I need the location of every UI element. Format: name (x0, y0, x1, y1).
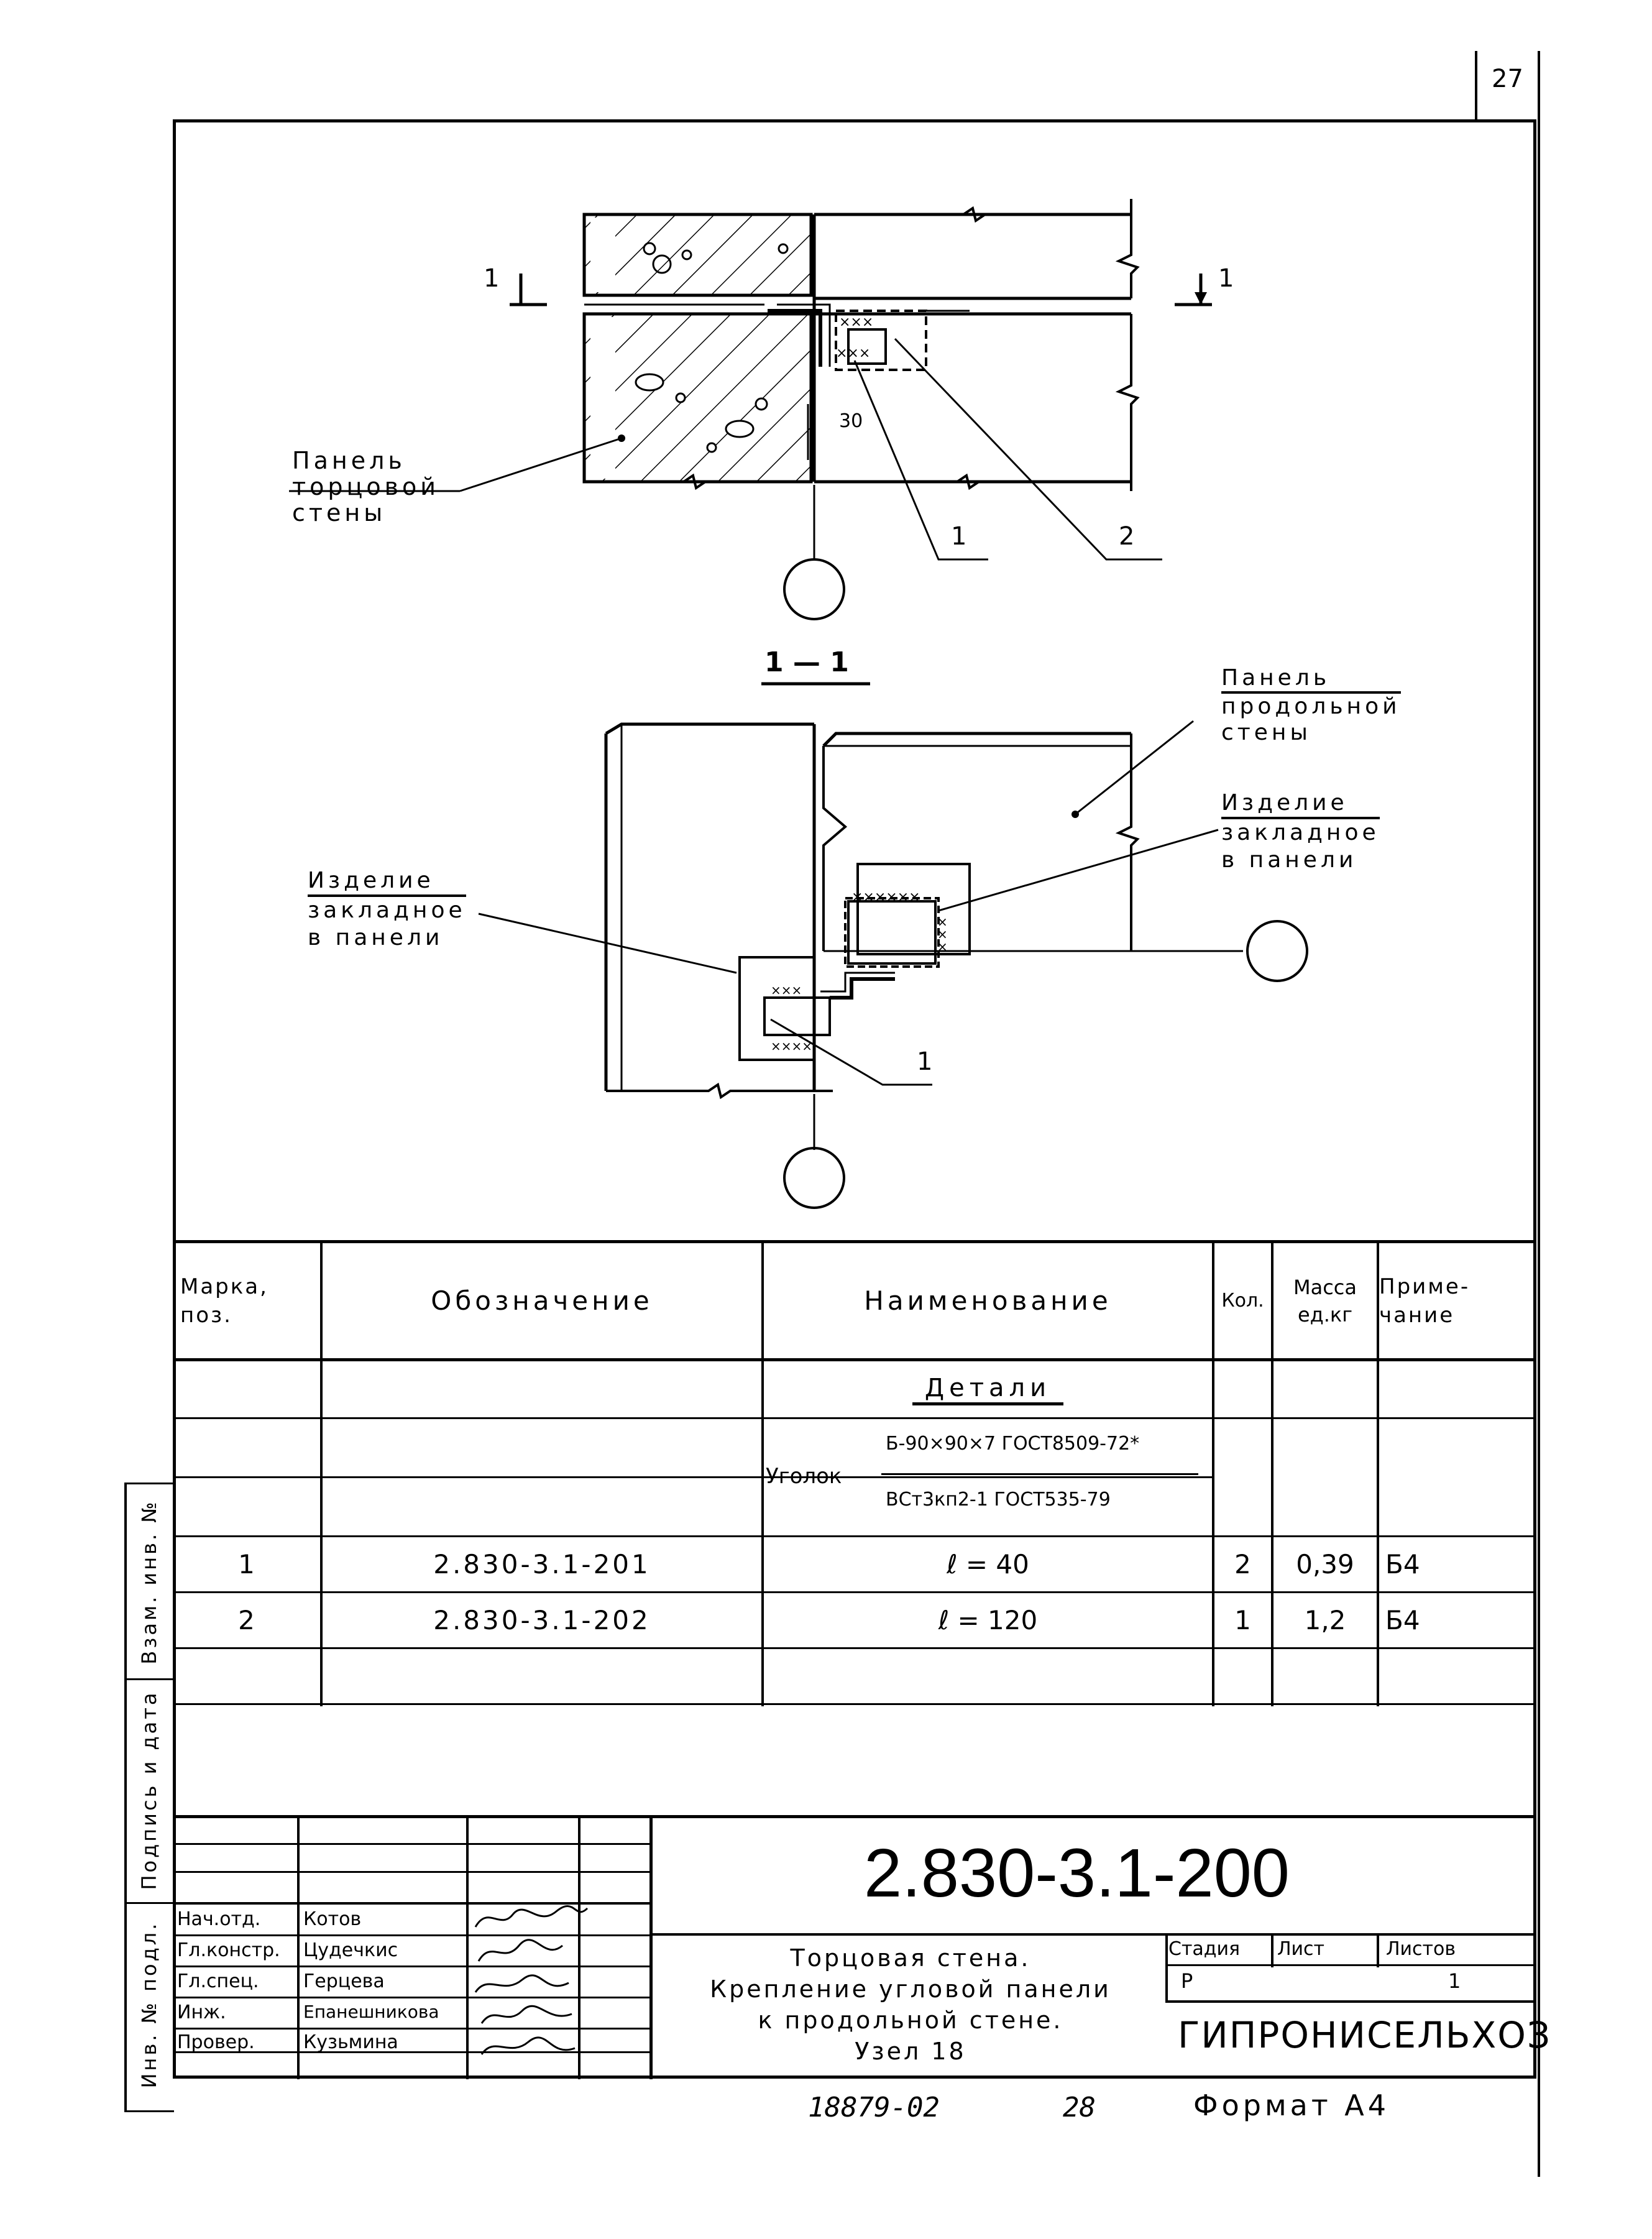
svg-text:×: × (937, 927, 948, 942)
name-2: Цудечкис (303, 1939, 398, 1961)
label-embed-left-line2: закладное (308, 898, 466, 923)
long-wall-panel (682, 199, 1140, 491)
label-embed-right-line1: Изделие (1221, 789, 1380, 819)
drawing-title: Торцовая стена. Крепление угловой панели… (659, 1942, 1162, 2067)
sheet-number: 27 (1492, 65, 1523, 93)
label-embed-left-line1: Изделие (308, 867, 466, 897)
section-mark-left: 1 (484, 264, 500, 293)
label-embed-left-line3: в панели (308, 925, 444, 950)
role-4: Инж. (177, 2002, 226, 2023)
header-mass: Масса ед.кг (1293, 1275, 1357, 1326)
svg-text:××××××: ×××××× (851, 890, 920, 905)
side-sign-date: Подпись и дата (137, 1690, 161, 1890)
row1-designation: 2.830-3.1-201 (433, 1549, 651, 1579)
header-qty: Кол. (1221, 1290, 1264, 1312)
end-wall-panel-upper (582, 213, 813, 297)
side-inv-orig: Инв. № подл. (137, 1921, 161, 2089)
section-details-text: Детали (912, 1374, 1064, 1405)
header-note: Приме- чание (1379, 1274, 1471, 1328)
label-embed-right-line2: закладное (1221, 820, 1380, 845)
stage-label: Стадия (1168, 1938, 1241, 1960)
callout-1: 1 (951, 522, 967, 551)
angle-joint: ××× ××× (768, 303, 970, 460)
row2-mass: 1,2 (1304, 1605, 1346, 1635)
label-end-wall-line1: Панель (292, 447, 406, 474)
label-long-wall-line3: стены (1221, 720, 1311, 745)
title-line2: Крепление угловой панели (710, 1975, 1111, 2003)
row1-qty: 2 (1234, 1549, 1251, 1579)
angle-label: Уголок (766, 1464, 842, 1489)
footer-handwritten: 18879-02 (808, 2092, 940, 2123)
main-frame (173, 119, 1536, 2079)
section-long-panel (822, 732, 1243, 952)
label-long-wall-line1: Панель (1221, 665, 1401, 694)
name-1: Котов (303, 1908, 362, 1930)
footer-format: Формат А4 (1193, 2089, 1390, 2122)
role-2: Гл.констр. (177, 1939, 280, 1961)
header-mark: Марка, поз. (180, 1274, 268, 1328)
sheets-value: 1 (1448, 1969, 1461, 1993)
section-title: 1 — 1 (764, 646, 849, 678)
angle-top: Б-90×90×7 ГОСТ8509-72* (886, 1433, 1140, 1455)
dimension-30: 30 (839, 410, 863, 432)
svg-text:×: × (937, 914, 948, 929)
row1-note: Б4 (1385, 1549, 1420, 1579)
signatures (474, 1905, 589, 2055)
role-3: Гл.спец. (177, 1970, 259, 1992)
row2-designation: 2.830-3.1-202 (433, 1605, 651, 1635)
doc-number: 2.830-3.1-200 (864, 1835, 1290, 1911)
label-long-wall: Панель продольной стены (1221, 665, 1401, 746)
name-5: Кузьмина (303, 2031, 398, 2053)
label-embed-left: Изделие закладное в панели (308, 867, 466, 952)
row1-name: ℓ = 40 (947, 1549, 1029, 1579)
label-end-wall: Панель торцовой стены (292, 448, 439, 526)
label-end-wall-line3: стены (292, 499, 387, 526)
svg-text:×××: ××× (836, 346, 870, 361)
role-1: Нач.отд. (177, 1908, 261, 1930)
role-5: Провер. (177, 2031, 255, 2053)
organization: ГИПРОНИСЕЛЬХОЗ (1178, 2014, 1552, 2056)
label-embed-right: Изделие закладное в панели (1221, 789, 1380, 874)
sheet-label: Лист (1277, 1938, 1325, 1960)
name-3: Герцева (303, 1970, 385, 1992)
footer-page: 28 (1063, 2092, 1096, 2123)
section-mark-right: 1 (1218, 264, 1234, 293)
name-4: Епанешникова (303, 2002, 439, 2022)
end-wall-panel-lower (582, 312, 813, 484)
section-details: Детали (764, 1361, 1212, 1417)
label-end-wall-line2: торцовой (292, 473, 439, 500)
stage-value: Р (1181, 1969, 1193, 1993)
row2-mark: 2 (238, 1605, 255, 1635)
label-long-wall-line2: продольной (1221, 694, 1401, 719)
row1-mass: 0,39 (1296, 1549, 1354, 1579)
row1-mark: 1 (238, 1549, 255, 1579)
sheets-label: Листов (1386, 1938, 1456, 1960)
row2-name: ℓ = 120 (938, 1605, 1038, 1635)
svg-text:××××: ×××× (771, 1039, 812, 1054)
svg-text:×××: ××× (771, 983, 802, 998)
callout-2: 2 (1119, 522, 1135, 551)
title-line3: к продольной стене. (758, 2007, 1063, 2034)
svg-text:×××: ××× (839, 315, 873, 330)
callout-bottom-1: 1 (917, 1047, 933, 1076)
row2-note: Б4 (1385, 1605, 1420, 1635)
header-name: Наименование (864, 1285, 1112, 1316)
title-line4: Узел 18 (855, 2038, 966, 2065)
title-line1: Торцовая стена. (790, 1944, 1031, 1972)
header-designation: Обозначение (431, 1285, 653, 1316)
drawing-area: ××× ××× ×××××× × × × (289, 199, 1308, 1209)
svg-text:×: × (937, 939, 948, 954)
angle-bottom: ВСт3кп2-1 ГОСТ535-79 (886, 1489, 1111, 1510)
label-embed-right-line3: в панели (1221, 847, 1357, 873)
side-replace-inv: Взам. инв. № (137, 1499, 161, 1665)
row2-qty: 1 (1234, 1605, 1251, 1635)
